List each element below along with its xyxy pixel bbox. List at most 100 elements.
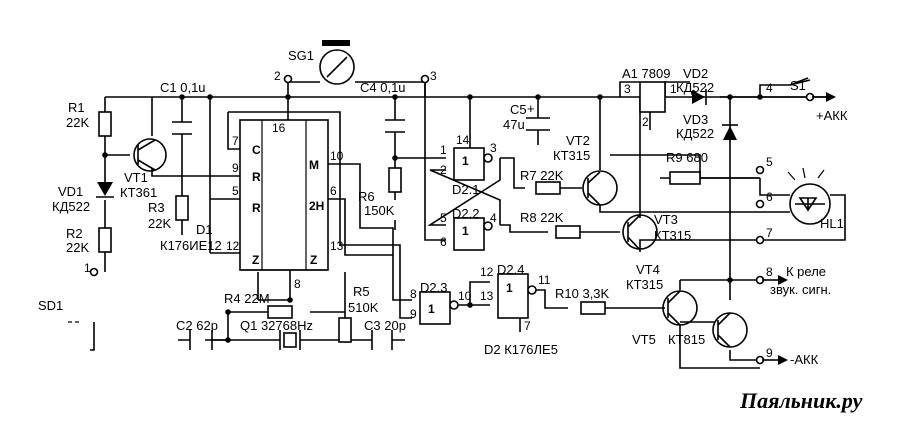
label-r4: R4 22M: [224, 291, 270, 306]
label-vt3-type: КТ315: [654, 228, 691, 243]
d1-pin-z2: Z: [310, 253, 317, 267]
label-relay-1: К реле: [786, 264, 826, 279]
label-r9: R9 680: [666, 150, 708, 165]
label-r2-val: 22K: [66, 240, 89, 255]
label-r1: R1: [68, 100, 85, 115]
label-c1: C1 0,1u: [160, 80, 206, 95]
label-r5-val: 510K: [348, 300, 379, 315]
d1-pin-9: 9: [232, 161, 239, 175]
label-vd1-type: КД522: [52, 199, 90, 214]
label-vd2-type: КД522: [676, 80, 714, 95]
d1-pin-c: C: [252, 143, 261, 157]
d1-pin-2h: 2H: [309, 199, 324, 213]
label-sd1: SD1: [38, 298, 63, 313]
resistor-r3: [175, 195, 189, 221]
d1-pin-16: 16: [272, 121, 286, 135]
d21-pin-14: 14: [456, 133, 470, 147]
gate-d22-symbol: 1: [462, 224, 469, 238]
watermark-text: Паяльник.ру: [739, 388, 863, 413]
diode-vd3: [723, 126, 737, 140]
label-q1: Q1 32768Hz: [240, 318, 313, 333]
label-vt3: VT3: [654, 212, 678, 227]
label-r10: R10 3,3K: [555, 286, 610, 301]
d21-pin-2: 2: [440, 163, 447, 177]
transistor-vt1: [133, 138, 167, 172]
pin-9: 9: [766, 346, 773, 360]
label-d23: D2.3: [420, 280, 447, 295]
d1-pin-12: 12: [226, 239, 240, 253]
d24-pin-12: 12: [480, 265, 494, 279]
a1-pin-3: 3: [624, 82, 631, 96]
pin-numbers: 1 4 5 6 7 8 9 16 7 9 5 10 6 12 13 8 3 1 …: [84, 69, 773, 360]
d1-pin-m: M: [309, 158, 319, 172]
gate-d24-symbol: 1: [506, 281, 513, 295]
label-s1: S1: [790, 78, 806, 93]
d21-pin-1: 1: [440, 143, 447, 157]
sg1-pin-2: 2: [274, 69, 281, 83]
label-c5: C5: [510, 102, 527, 117]
capacitor-c3: [371, 330, 393, 350]
d1-pin-z1: Z: [252, 253, 259, 267]
resistor-r8: [555, 225, 581, 239]
label-akk-minus: -АКК: [790, 352, 819, 367]
label-vt1: VT1: [124, 170, 148, 185]
pin-4: 4: [766, 81, 773, 95]
d1-pin-r1: R: [252, 170, 261, 184]
label-c5-val: 47u: [503, 117, 525, 132]
resistor-r7: [535, 181, 561, 195]
d24-pin-7: 7: [524, 319, 531, 333]
label-hl1: HL1: [820, 216, 844, 231]
d24-pin-13: 13: [480, 289, 494, 303]
label-akk-plus: +АКК: [816, 108, 848, 123]
label-c2: C2 62p: [176, 318, 218, 333]
d1-pin-8: 8: [294, 277, 301, 291]
diodes: [96, 89, 738, 198]
lamp-hl1: [787, 167, 831, 225]
a1-pin-2: 2: [642, 115, 649, 129]
a1-pin-1: 1: [670, 82, 677, 96]
label-vd3: VD3: [683, 112, 708, 127]
buzzer-sg1: [319, 40, 355, 85]
gate-d21-symbol: 1: [462, 154, 469, 168]
resistor-r5: [338, 317, 352, 343]
d22-pin-4: 4: [490, 211, 497, 225]
capacitor-c4: [385, 119, 405, 133]
label-vt2-type: КТ315: [553, 148, 590, 163]
label-vt1-type: КТ361: [120, 185, 157, 200]
label-vt5-type: КТ815: [668, 332, 705, 347]
pin-6: 6: [766, 190, 773, 204]
label-r7: R7 22K: [520, 168, 564, 183]
label-r2: R2: [66, 226, 83, 241]
label-vt4: VT4: [636, 262, 660, 277]
label-r6: R6: [358, 189, 375, 204]
resistor-r6: [388, 167, 402, 193]
capacitor-c2: [189, 330, 213, 350]
d23-pin-8: 8: [410, 287, 417, 301]
d23-pin-9: 9: [410, 307, 417, 321]
resistor-r1: [98, 111, 112, 137]
label-sg1: SG1: [288, 48, 314, 63]
transistors: [133, 138, 748, 348]
label-vd3-type: КД522: [676, 126, 714, 141]
junctions: [102, 94, 763, 343]
label-r6-val: 150K: [364, 203, 395, 218]
label-d22: D2.2: [452, 206, 479, 221]
diode-vd2: [692, 90, 705, 104]
arrows: [762, 92, 836, 365]
d1-pin-10: 10: [330, 149, 344, 163]
label-d2: D2 К176ЛЕ5: [484, 342, 558, 357]
d1-pin-5: 5: [232, 184, 239, 198]
resistors: [98, 111, 701, 343]
diode-vd1: [97, 182, 113, 196]
sg1-pin-3: 3: [430, 69, 437, 83]
logic-gates: 1 1 1 1: [419, 147, 537, 325]
label-vt2: VT2: [566, 133, 590, 148]
resistor-r9: [669, 171, 701, 185]
switch-s1: [789, 77, 809, 86]
capacitor-c1: [172, 121, 192, 135]
capacitors: +: [172, 101, 550, 350]
capacitor-c5: [526, 117, 550, 131]
label-r8: R8 22K: [520, 210, 564, 225]
label-vd2: VD2: [683, 66, 708, 81]
